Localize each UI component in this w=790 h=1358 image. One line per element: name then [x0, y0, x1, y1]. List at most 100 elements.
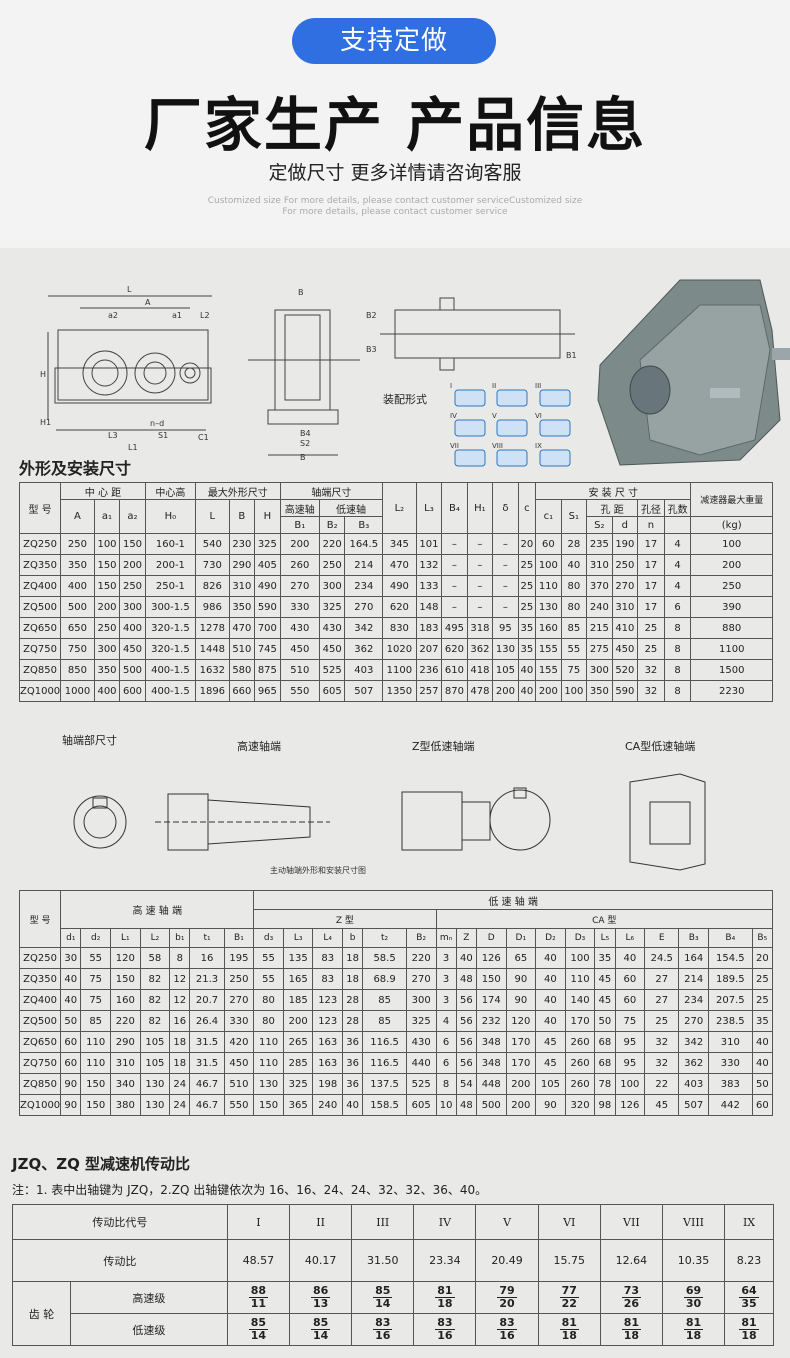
- value-cell: 17: [637, 533, 665, 555]
- teeth-driven: 86: [310, 1284, 331, 1298]
- value-cell: 90: [505, 968, 537, 990]
- assembly-form-label: 装配形式: [383, 393, 427, 406]
- value-cell: 56: [455, 1010, 477, 1032]
- assembly-form-code: V: [492, 412, 497, 420]
- value-cell: 16: [189, 947, 225, 969]
- value-cell: 8: [663, 680, 692, 702]
- value-cell: 440: [405, 1052, 437, 1074]
- value-cell: 200: [505, 1094, 537, 1116]
- value-cell: 450: [119, 638, 146, 660]
- value-cell: 345: [382, 533, 417, 555]
- value-cell: 189.5: [707, 968, 753, 990]
- value-cell: 275: [586, 638, 613, 660]
- value-cell: 105: [492, 659, 519, 681]
- teeth-driver: 18: [561, 1329, 577, 1342]
- value-cell: 450: [318, 638, 346, 660]
- value-cell: 60: [751, 1094, 774, 1116]
- col-lo-shaft: 低速轴: [318, 499, 384, 517]
- value-cell: 380: [109, 1094, 141, 1116]
- value-cell: 58.5: [362, 947, 407, 969]
- value-cell: 85: [560, 617, 588, 639]
- value-cell: 130: [253, 1073, 284, 1095]
- col2-param: b: [342, 928, 364, 948]
- col2-param: D₁: [505, 928, 537, 948]
- value-cell: 270: [279, 575, 320, 597]
- value-cell: 362: [678, 1052, 709, 1074]
- value-cell: 3: [435, 947, 457, 969]
- value-cell: 745: [254, 638, 281, 660]
- value-cell: 448: [475, 1073, 507, 1095]
- teeth-driver: 13: [312, 1297, 329, 1310]
- col2-param: L₄: [312, 928, 344, 948]
- value-cell: –: [441, 533, 468, 555]
- value-cell: 110: [564, 968, 596, 990]
- svg-text:S2: S2: [300, 439, 310, 448]
- value-cell: 495: [441, 617, 468, 639]
- value-cell: 350: [93, 659, 121, 681]
- teeth-driven: 85: [310, 1316, 331, 1330]
- value-cell: 68.9: [362, 968, 407, 990]
- value-cell: 330: [279, 596, 320, 618]
- value-cell: 123: [312, 989, 344, 1011]
- value-cell: 80: [253, 1010, 284, 1032]
- value-cell: 320-1.5: [144, 617, 197, 639]
- value-cell: 110: [80, 1052, 111, 1074]
- value-cell: 325: [282, 1073, 314, 1095]
- svg-text:L1: L1: [128, 443, 138, 452]
- teeth-driver: 14: [250, 1329, 267, 1342]
- value-cell: 85: [80, 1010, 111, 1032]
- col2-param: B₄: [707, 928, 753, 948]
- value-cell: 240: [312, 1094, 344, 1116]
- col2-param: L₁: [109, 928, 141, 948]
- value-cell: 590: [611, 680, 639, 702]
- lo-stage-label: 低速级: [70, 1313, 228, 1346]
- value-cell: –: [492, 575, 519, 597]
- value-cell: 270: [405, 968, 437, 990]
- value-cell: 342: [344, 617, 384, 639]
- value-cell: 4: [663, 533, 692, 555]
- col-weight: 减速器最大重量: [690, 482, 773, 517]
- value-cell: 40: [535, 968, 566, 990]
- value-cell: 605: [405, 1094, 437, 1116]
- value-cell: 200: [505, 1073, 537, 1095]
- value-cell: 605: [318, 680, 346, 702]
- value-cell: 110: [253, 1031, 284, 1053]
- col2-param: d₁: [60, 928, 82, 948]
- model-cell: ZQ750: [18, 1052, 62, 1074]
- value-cell: –: [466, 596, 494, 618]
- value-cell: 620: [441, 638, 468, 660]
- model-cell: ZQ400: [18, 575, 62, 597]
- value-cell: 160-1: [144, 533, 197, 555]
- value-cell: 410: [611, 617, 639, 639]
- teeth-driver: 30: [685, 1297, 702, 1310]
- value-cell: 8: [663, 638, 692, 660]
- shaft-drawings: 主动轴端外形和安装尺寸图: [73, 773, 706, 875]
- value-cell: 342: [678, 1031, 709, 1053]
- value-cell: 320: [564, 1094, 596, 1116]
- col-c: c₁: [535, 499, 562, 534]
- value-cell: 35: [517, 617, 537, 639]
- value-cell: 405: [254, 554, 281, 576]
- value-cell: 200: [279, 533, 320, 555]
- value-cell: 75: [80, 989, 111, 1011]
- value-cell: 325: [318, 596, 346, 618]
- value-cell: 150: [80, 1073, 111, 1095]
- teeth-driver: 14: [375, 1297, 391, 1310]
- value-cell: 250: [318, 554, 346, 576]
- value-cell: 126: [614, 1094, 646, 1116]
- col2-param: t₂: [362, 928, 407, 948]
- svg-text:H1: H1: [40, 418, 51, 427]
- value-cell: 200-1: [144, 554, 197, 576]
- english-caption-1: Customized size For more details, please…: [207, 196, 583, 206]
- value-cell: 6: [663, 596, 692, 618]
- value-cell: 362: [344, 638, 384, 660]
- value-cell: 40: [60, 989, 82, 1011]
- value-cell: 46.7: [189, 1094, 225, 1116]
- teeth-driven: 69: [683, 1284, 704, 1298]
- model-cell: ZQ250: [18, 533, 62, 555]
